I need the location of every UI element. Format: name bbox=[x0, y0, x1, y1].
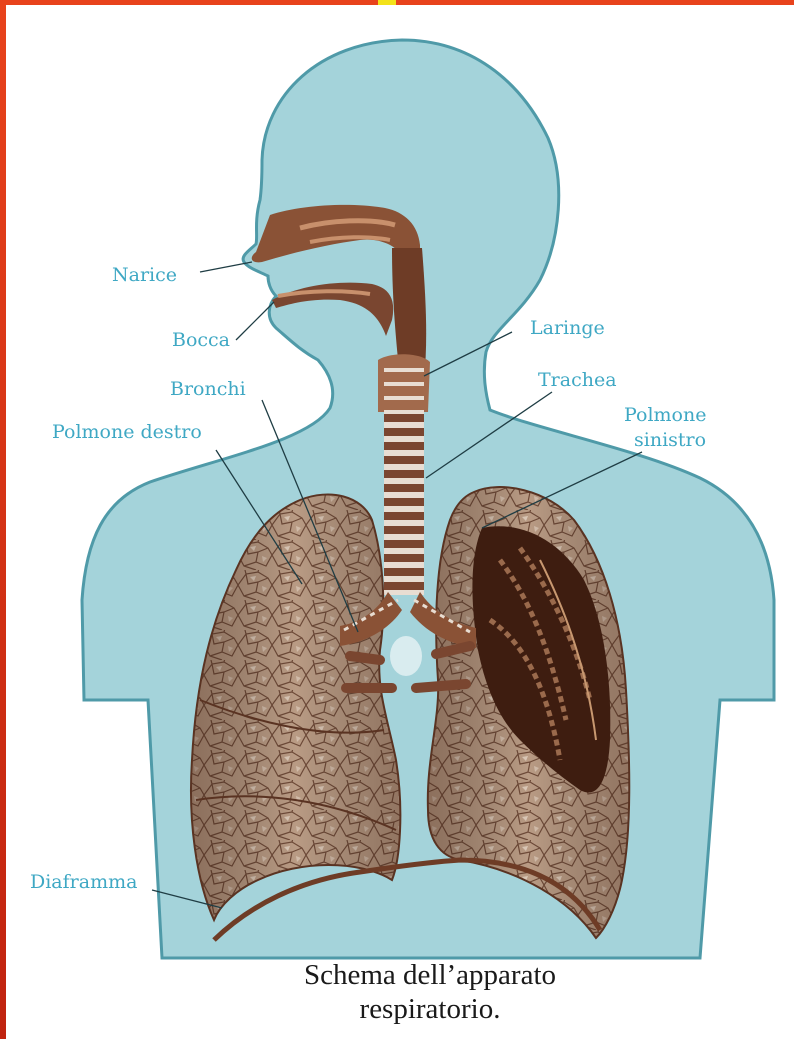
label-polmone-sinistro-line2: sinistro bbox=[634, 429, 706, 451]
caption-line-2: respiratorio. bbox=[200, 992, 660, 1026]
label-narice: Narice bbox=[112, 264, 177, 286]
label-diaframma: Diaframma bbox=[30, 871, 137, 893]
caption-line-1: Schema dell’apparato bbox=[200, 958, 660, 992]
leader-narice bbox=[200, 262, 252, 272]
label-laringe: Laringe bbox=[530, 317, 605, 339]
label-bronchi: Bronchi bbox=[170, 378, 246, 400]
label-trachea: Trachea bbox=[538, 369, 617, 391]
trachea bbox=[384, 410, 424, 595]
label-polmone-sinistro-line1: Polmone bbox=[624, 404, 706, 426]
diagram-caption: Schema dell’apparato respiratorio. bbox=[200, 958, 660, 1026]
label-polmone-destro: Polmone destro bbox=[52, 421, 202, 443]
label-bocca: Bocca bbox=[172, 329, 230, 351]
leader-bocca bbox=[236, 302, 274, 340]
